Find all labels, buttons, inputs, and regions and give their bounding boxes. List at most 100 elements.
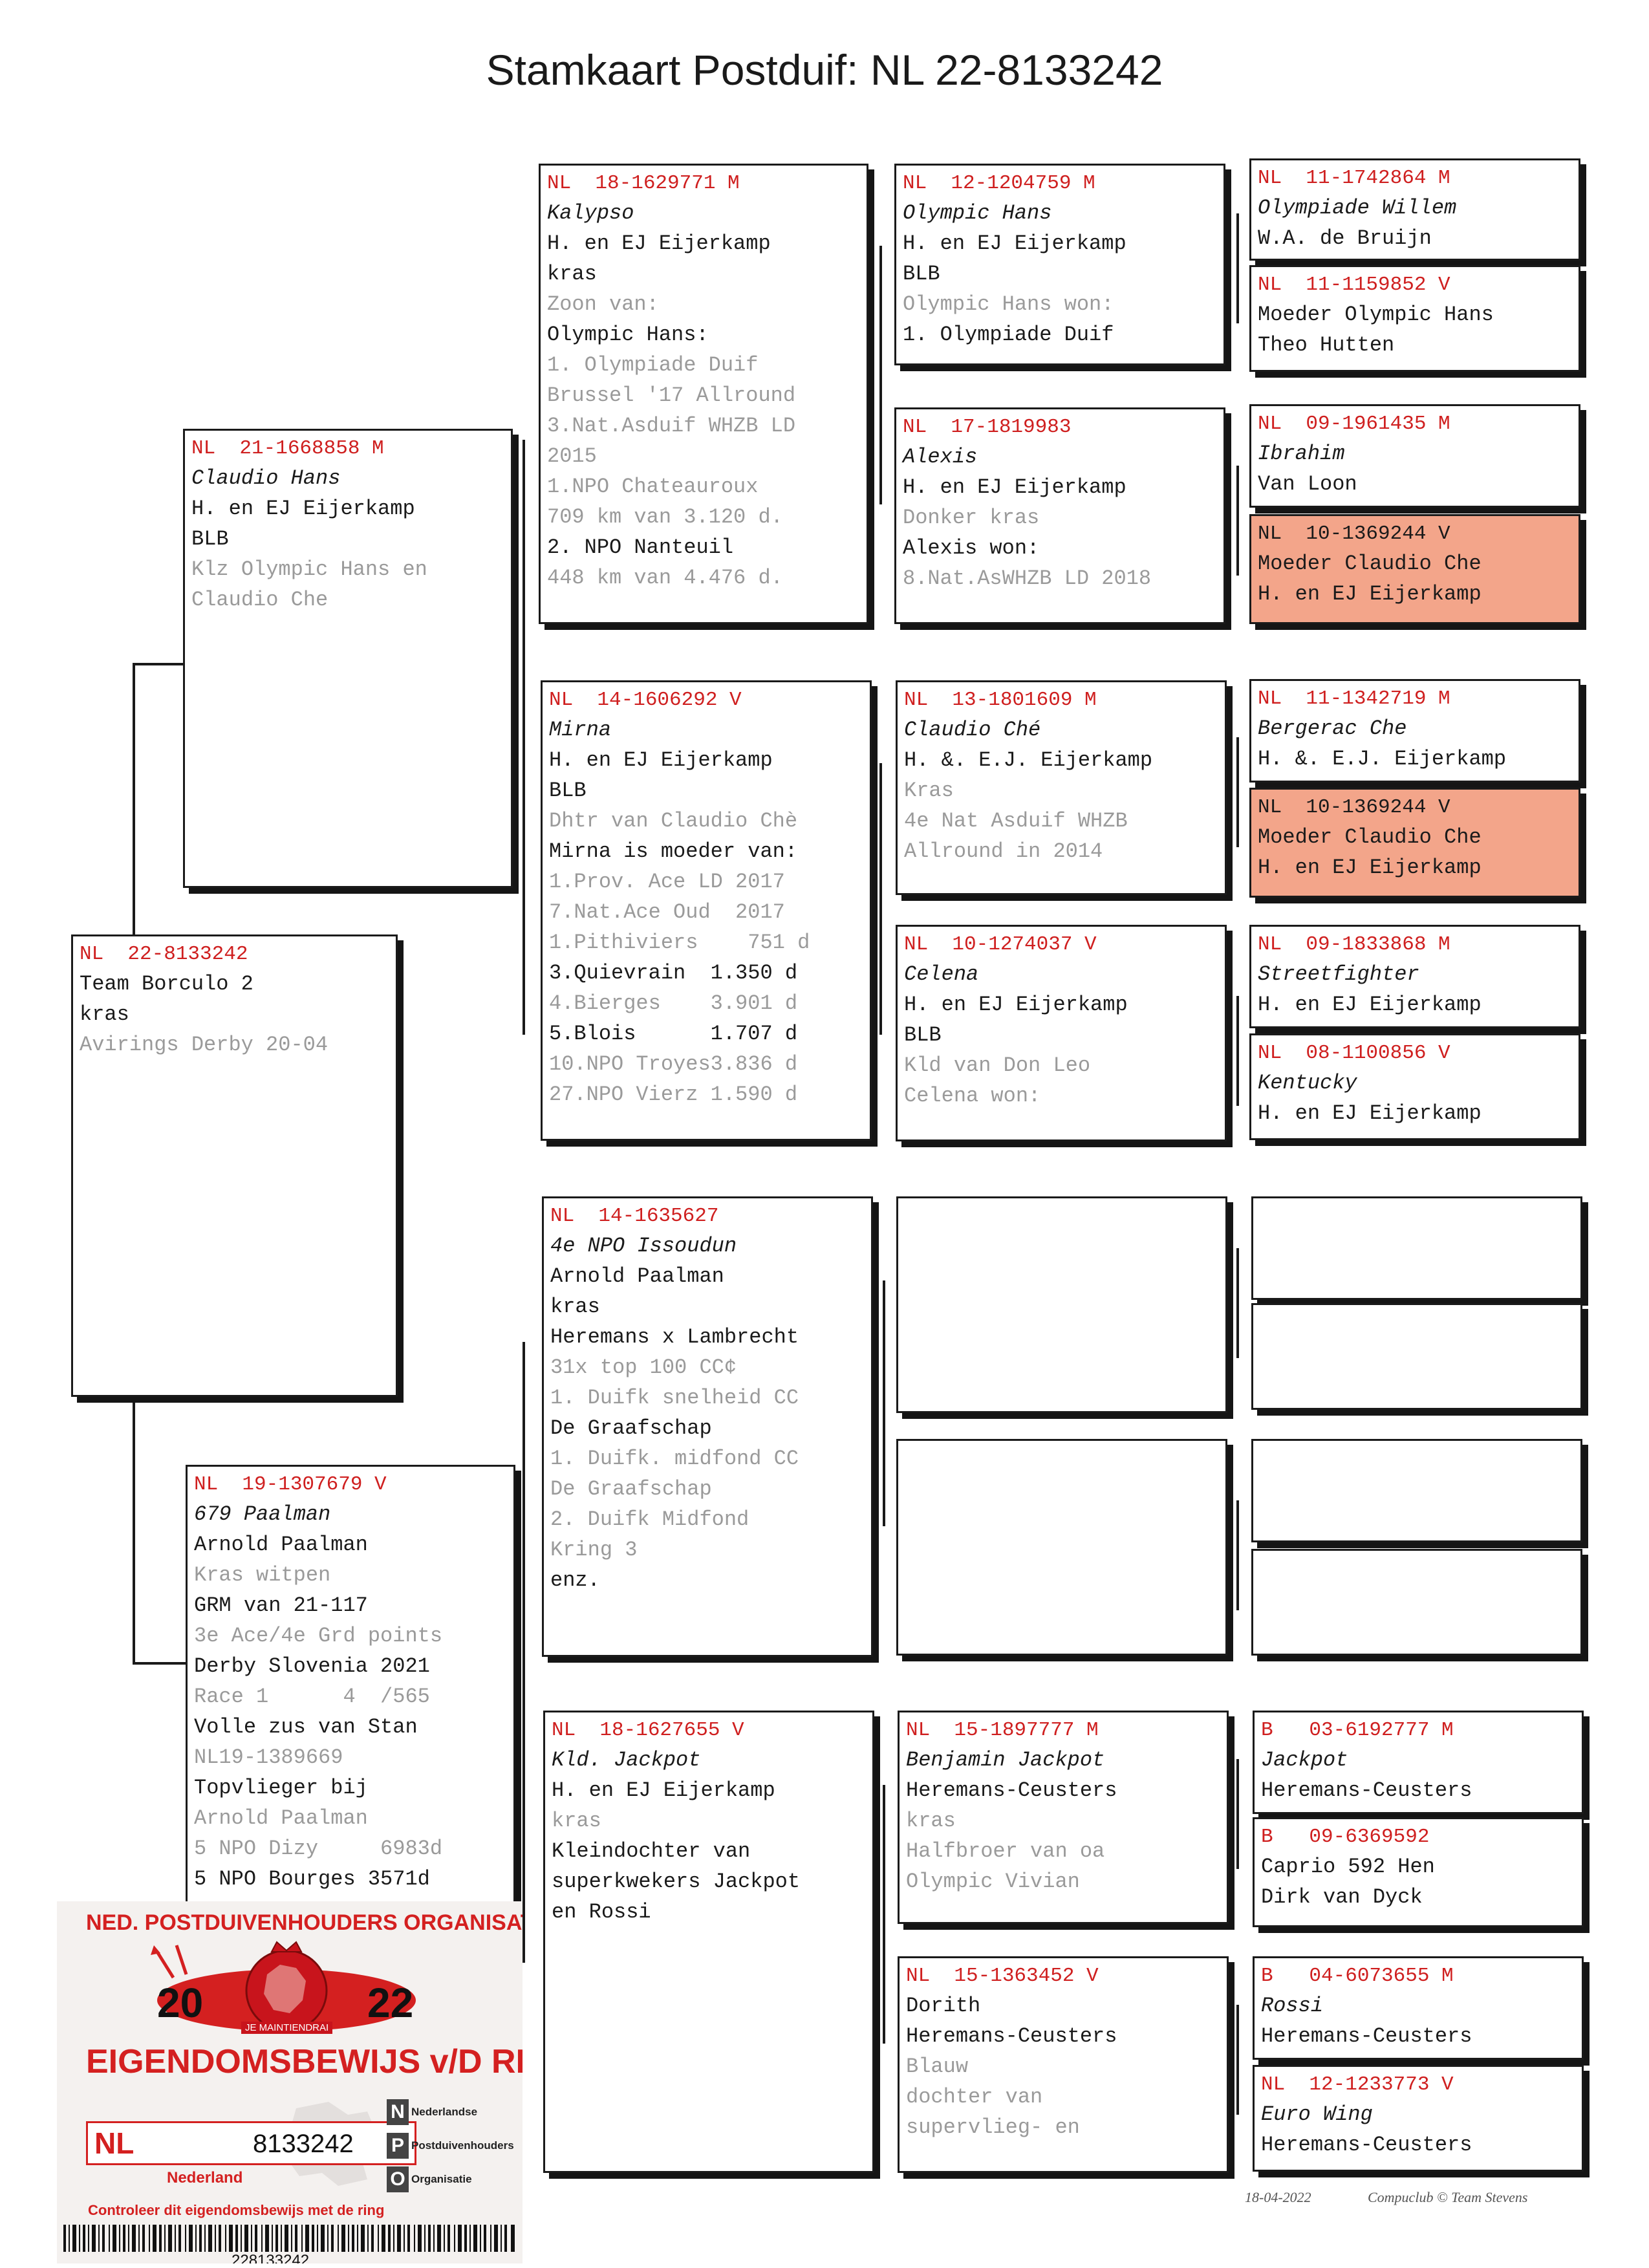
owner-name: Theo Hutten bbox=[1258, 333, 1395, 357]
card-line: Kring 3 bbox=[550, 1538, 638, 1562]
owner-name: H. &. E.J. Eijerkamp bbox=[904, 748, 1153, 772]
pigeon-card-mother: NL 19-1307679 V 679 Paalman Arnold Paalm… bbox=[186, 1465, 515, 1930]
card-line: Celena won: bbox=[904, 1084, 1041, 1108]
owner-name: Arnold Paalman bbox=[194, 1533, 368, 1557]
ring-number: NL 14-1635627 bbox=[550, 1205, 719, 1227]
card-line: Olympic Vivian bbox=[906, 1870, 1080, 1894]
pigeon-name: Streetfighter bbox=[1258, 962, 1419, 986]
card-line: BLB bbox=[904, 1023, 942, 1047]
card-line: Zoon van: bbox=[547, 292, 659, 316]
owner-name: Heremans-Ceusters bbox=[1261, 2133, 1472, 2157]
card-line: Arnold Paalman bbox=[194, 1806, 368, 1830]
card-line: 448 km van 4.476 d. bbox=[547, 566, 783, 590]
pigeon-card-gggp-5: NL 11-1342719 M Bergerac Che H. &. E.J. … bbox=[1249, 679, 1580, 783]
card-line: 4e Nat Asduif WHZB bbox=[904, 809, 1128, 833]
ring-ownership-certificate: NED. POSTDUIVENHOUDERS ORGANISATIE 20 22… bbox=[57, 1901, 523, 2263]
card-line: Blauw bbox=[906, 2055, 969, 2079]
pigeon-name: Kalypso bbox=[547, 201, 634, 225]
pigeon-card-ggp-7: NL 15-1897777 M Benjamin Jackpot Hereman… bbox=[898, 1711, 1229, 1924]
ring-number: B 04-6073655 M bbox=[1261, 1965, 1454, 1987]
card-line: Heremans x Lambrecht bbox=[550, 1325, 799, 1349]
pigeon-name: Euro Wing bbox=[1261, 2102, 1373, 2126]
pigeon-name: Bergerac Che bbox=[1258, 717, 1407, 740]
ring-number: NL 10-1274037 V bbox=[904, 933, 1097, 956]
owner-name: Van Loon bbox=[1258, 472, 1357, 496]
card-line: Halfbroer van oa bbox=[906, 1839, 1105, 1863]
owner-name: Dirk van Dyck bbox=[1261, 1885, 1423, 1909]
pigeon-card-gggp-10 bbox=[1251, 1303, 1582, 1410]
page-title: Stamkaart Postduif: NL 22-8133242 bbox=[486, 46, 1163, 94]
pigeon-card-grandmother-paternal: NL 14-1606292 V Mirna H. en EJ Eijerkamp… bbox=[541, 680, 872, 1141]
pigeon-card-gggp-11 bbox=[1251, 1439, 1582, 1542]
card-line: 2015 bbox=[547, 444, 597, 468]
connector-line bbox=[523, 440, 525, 1035]
pigeon-name: Alexis bbox=[903, 445, 978, 469]
pigeon-name: 679 Paalman bbox=[194, 1502, 331, 1526]
ring-number: NL 17-1819983 bbox=[903, 416, 1072, 438]
certificate-land: Nederland bbox=[167, 2169, 243, 2187]
owner-name: Heremans-Ceusters bbox=[906, 2024, 1117, 2048]
owner-name: Heremans-Ceusters bbox=[1261, 1778, 1472, 1802]
pigeon-card-ggp-2: NL 17-1819983 Alexis H. en EJ Eijerkamp … bbox=[894, 407, 1225, 624]
owner-name: H. en EJ Eijerkamp bbox=[904, 993, 1128, 1017]
ring-number: NL 21-1668858 M bbox=[191, 437, 384, 460]
connector-line bbox=[1236, 2005, 1239, 2115]
card-line: en Rossi bbox=[552, 1900, 651, 1924]
card-line: Volle zus van Stan bbox=[194, 1715, 418, 1739]
npo-word: Nederlandse bbox=[411, 2106, 478, 2118]
card-line: kras bbox=[550, 1295, 600, 1319]
card-line: Kras bbox=[904, 779, 954, 803]
card-line: De Graafschap bbox=[550, 1416, 712, 1440]
pigeon-card-subject: NL 22-8133242 Team Borculo 2 kras Avirin… bbox=[71, 934, 398, 1397]
connector-line bbox=[879, 763, 882, 1035]
certificate-year-right: 22 bbox=[367, 1980, 414, 2026]
connector-line bbox=[883, 1785, 885, 2044]
card-line: kras bbox=[80, 1002, 129, 1026]
ring-number: NL 12-1233773 V bbox=[1261, 2073, 1454, 2096]
pigeon-card-ggp-3: NL 13-1801609 M Claudio Ché H. &. E.J. E… bbox=[896, 680, 1227, 895]
card-line: Avirings Derby 20-04 bbox=[80, 1033, 329, 1057]
pigeon-name: Kld. Jackpot bbox=[552, 1748, 701, 1772]
card-line: Olympic Hans: bbox=[547, 323, 709, 347]
pigeon-name: Celena bbox=[904, 962, 979, 986]
card-line: Donker kras bbox=[903, 506, 1040, 530]
owner-name: Arnold Paalman bbox=[550, 1264, 724, 1288]
card-line: dochter van bbox=[906, 2085, 1043, 2109]
ring-number: B 03-6192777 M bbox=[1261, 1719, 1454, 1742]
card-line: kras bbox=[547, 262, 597, 286]
pigeon-name: Moeder Olympic Hans bbox=[1258, 303, 1494, 327]
pigeon-card-ggp-1: NL 12-1204759 M Olympic Hans H. en EJ Ei… bbox=[894, 164, 1225, 365]
card-line: 1.Prov. Ace LD 2017 bbox=[549, 870, 785, 894]
card-line: kras bbox=[906, 1809, 956, 1833]
pigeon-card-ggp-5 bbox=[896, 1196, 1227, 1413]
pigeon-card-gggp-15: B 04-6073655 M Rossi Heremans-Ceusters bbox=[1253, 1956, 1584, 2060]
pigeon-name: Dorith bbox=[906, 1994, 981, 2018]
card-line: GRM van 21-117 bbox=[194, 1593, 368, 1617]
owner-name: H. en EJ Eijerkamp bbox=[1258, 993, 1482, 1017]
pigeon-name: Jackpot bbox=[1261, 1748, 1348, 1772]
connector-line bbox=[1236, 737, 1239, 847]
card-line: Brussel '17 Allround bbox=[547, 383, 796, 407]
ring-number: NL 18-1629771 M bbox=[547, 172, 740, 195]
card-line: Kleindochter van bbox=[552, 1839, 751, 1863]
ring-number: NL 15-1363452 V bbox=[906, 1965, 1099, 1987]
owner-name: Heremans-Ceusters bbox=[1261, 2024, 1472, 2048]
card-line: supervlieg- en bbox=[906, 2115, 1080, 2139]
card-line: Olympic Hans won: bbox=[903, 292, 1114, 316]
pigeon-card-father: NL 21-1668858 M Claudio Hans H. en EJ Ei… bbox=[183, 429, 513, 888]
ring-number: B 09-6369592 bbox=[1261, 1826, 1430, 1848]
ring-number: NL 08-1100856 V bbox=[1258, 1042, 1450, 1064]
pigeon-name: Kentucky bbox=[1258, 1071, 1357, 1095]
pigeon-card-gggp-2: NL 11-1159852 V Moeder Olympic Hans Theo… bbox=[1249, 265, 1580, 372]
connector-line bbox=[1236, 1759, 1239, 1869]
owner-name: H. en EJ Eijerkamp bbox=[552, 1778, 775, 1802]
pigeon-name: Olympic Hans bbox=[903, 201, 1052, 225]
connector-line bbox=[1236, 1500, 1239, 1610]
card-line: Kld van Don Leo bbox=[904, 1053, 1091, 1077]
connector-line bbox=[133, 1397, 135, 1662]
owner-name: H. en EJ Eijerkamp bbox=[903, 232, 1126, 255]
card-line: Topvlieger bij bbox=[194, 1776, 368, 1800]
npo-word: Organisatie bbox=[411, 2173, 472, 2185]
pigeon-card-gggp-1: NL 11-1742864 M Olympiade Willem W.A. de… bbox=[1249, 158, 1580, 261]
ring-number: NL 11-1742864 M bbox=[1258, 167, 1450, 189]
